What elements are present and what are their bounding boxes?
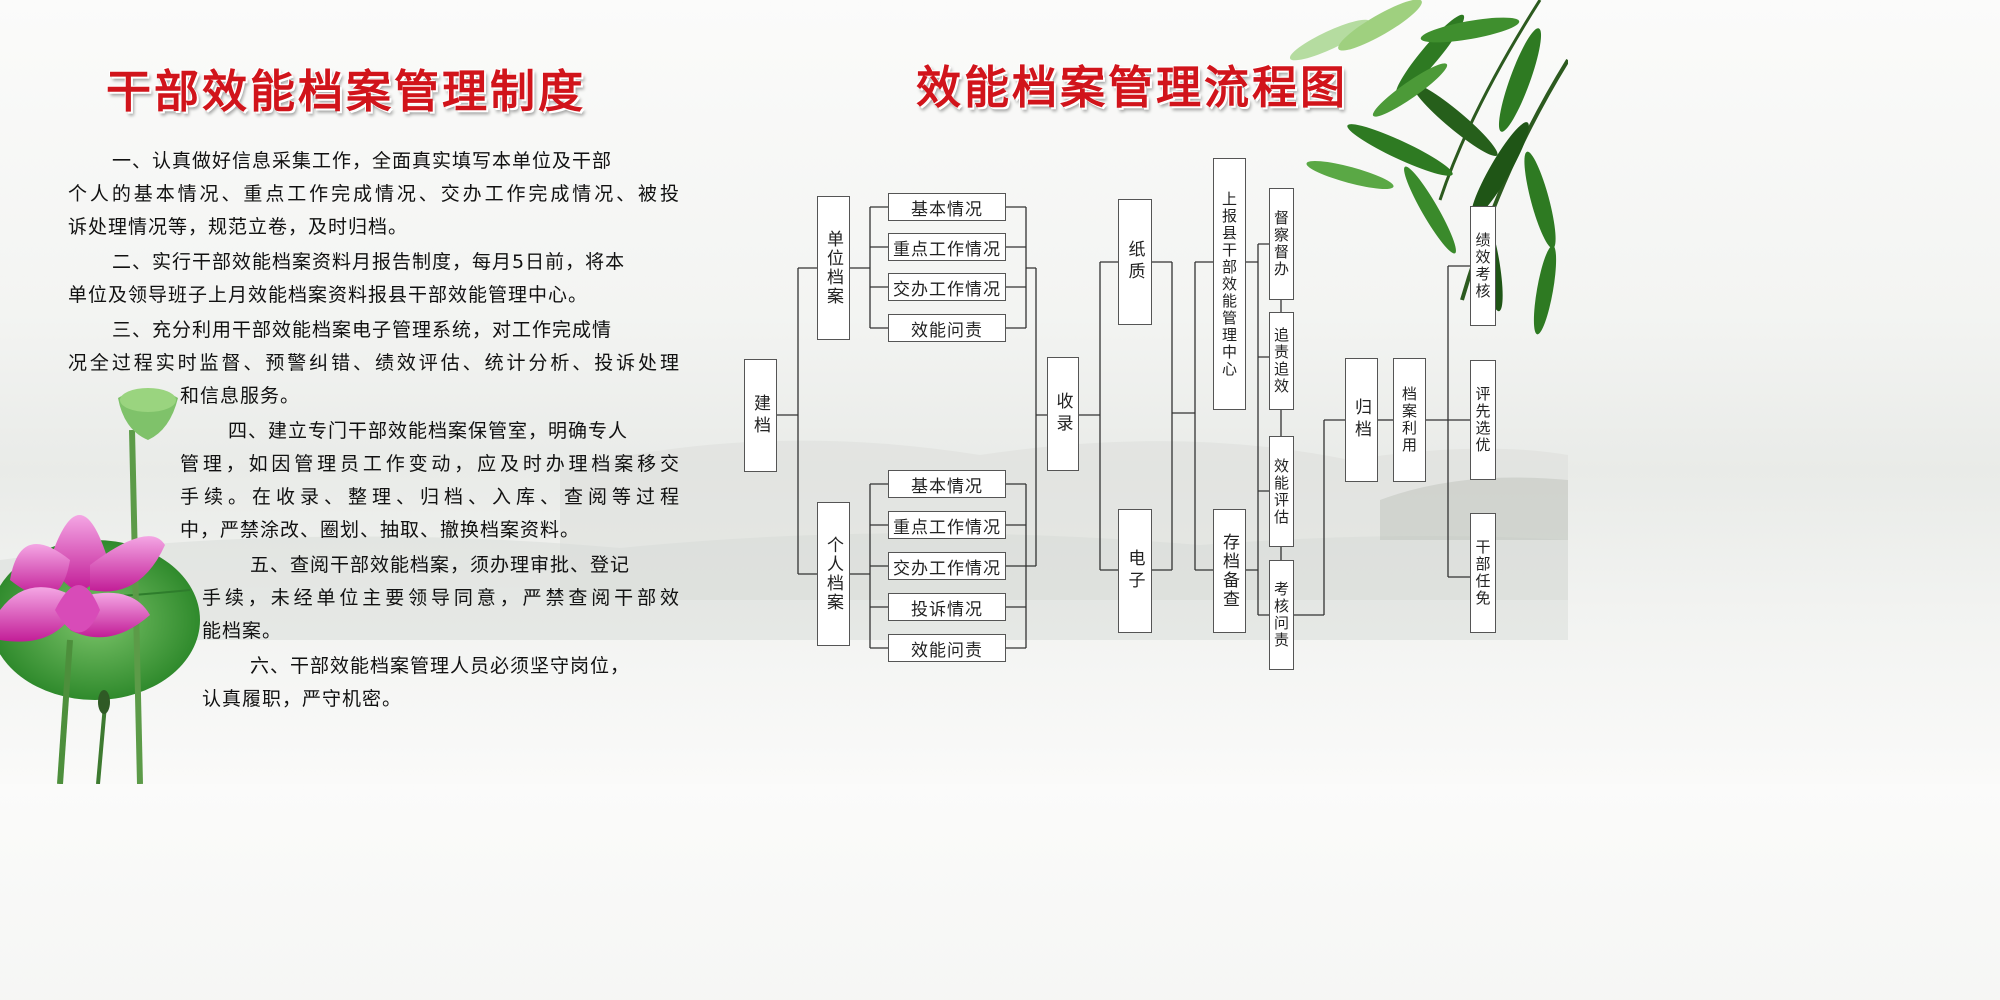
unit-item-box: 基本情况 (888, 193, 1006, 221)
appointment-box: 干部任免 (1470, 513, 1496, 633)
policy-line: 手续，未经单位主要领导同意，严禁查阅干部效 (202, 587, 680, 609)
unit-item-box: 效能问责 (888, 314, 1006, 342)
personal-item-box: 重点工作情况 (888, 511, 1006, 539)
flowchart-title: 效能档案管理流程图 (916, 61, 1349, 114)
policy-line: 手续。在收录、整理、归档、入库、查阅等过程 (180, 486, 680, 508)
policy-line: 个人的基本情况、重点工作完成情况、交办工作完成情况、被投 (68, 183, 680, 205)
file-box: 归档 (1345, 358, 1378, 482)
policy-line: 单位及领导班子上月效能档案资料报县干部效能管理中心。 (68, 284, 589, 306)
use-box: 档案利用 (1393, 358, 1426, 482)
policy-line: 况全过程实时监督、预警纠错、绩效评估、统计分析、投诉处理 (68, 352, 680, 374)
assess-box: 考核问责 (1269, 560, 1294, 670)
paper-box: 纸质 (1118, 199, 1152, 325)
performance-box: 绩效考核 (1470, 206, 1496, 326)
flowchart-connectors (776, 206, 1470, 649)
supervise-box: 督察督办 (1269, 188, 1294, 300)
policy-line: 中，严禁涂改、圈划、抽取、撤换档案资料。 (180, 519, 581, 541)
policy-line: 一、认真做好信息采集工作，全面真实填写本单位及干部 (112, 150, 613, 172)
policy-line: 六、干部效能档案管理人员必须坚守岗位， (250, 655, 631, 677)
policy-line: 能档案。 (202, 620, 283, 642)
build-archive-box: 建档 (744, 359, 777, 472)
lotus-decoration (0, 388, 200, 784)
awards-box: 评先选优 (1470, 360, 1496, 480)
policy-line: 五、查阅干部效能档案，须办理审批、登记 (250, 554, 631, 576)
personal-item-box: 效能问责 (888, 634, 1006, 662)
policy-line: 二、实行干部效能档案资料月报告制度，每月5日前，将本 (112, 251, 626, 273)
personal-item-box: 投诉情况 (888, 593, 1006, 621)
report-center-box: 上报县干部效能管理中心 (1213, 158, 1246, 410)
policy-line: 四、建立专门干部效能档案保管室，明确专人 (228, 420, 629, 442)
collect-box: 收录 (1047, 357, 1079, 471)
personal-archive-box: 个人档案 (817, 502, 850, 646)
policy-text: 一、认真做好信息采集工作，全面真实填写本单位及干部 个人的基本情况、重点工作完成… (0, 0, 720, 784)
unit-item-box: 交办工作情况 (888, 273, 1006, 301)
background-scenery (0, 0, 1568, 784)
policy-line: 认真履职，严守机密。 (202, 688, 403, 710)
store-check-box: 存档备查 (1213, 509, 1246, 633)
unit-archive-box: 单位档案 (817, 196, 850, 340)
policy-line: 管理，如因管理员工作变动，应及时办理档案移交 (180, 453, 680, 475)
unit-item-box: 重点工作情况 (888, 233, 1006, 261)
personal-item-box: 基本情况 (888, 470, 1006, 498)
policy-line: 和信息服务。 (180, 385, 301, 407)
policy-line: 诉处理情况等，规范立卷，及时归档。 (68, 216, 409, 238)
evaluate-box: 效能评估 (1269, 436, 1294, 547)
accountability-box: 追责追效 (1269, 312, 1294, 410)
personal-item-box: 交办工作情况 (888, 552, 1006, 580)
policy-line: 三、充分利用干部效能档案电子管理系统，对工作完成情 (112, 319, 613, 341)
policy-title: 干部效能档案管理制度 (106, 65, 587, 118)
electronic-box: 电子 (1118, 509, 1152, 633)
